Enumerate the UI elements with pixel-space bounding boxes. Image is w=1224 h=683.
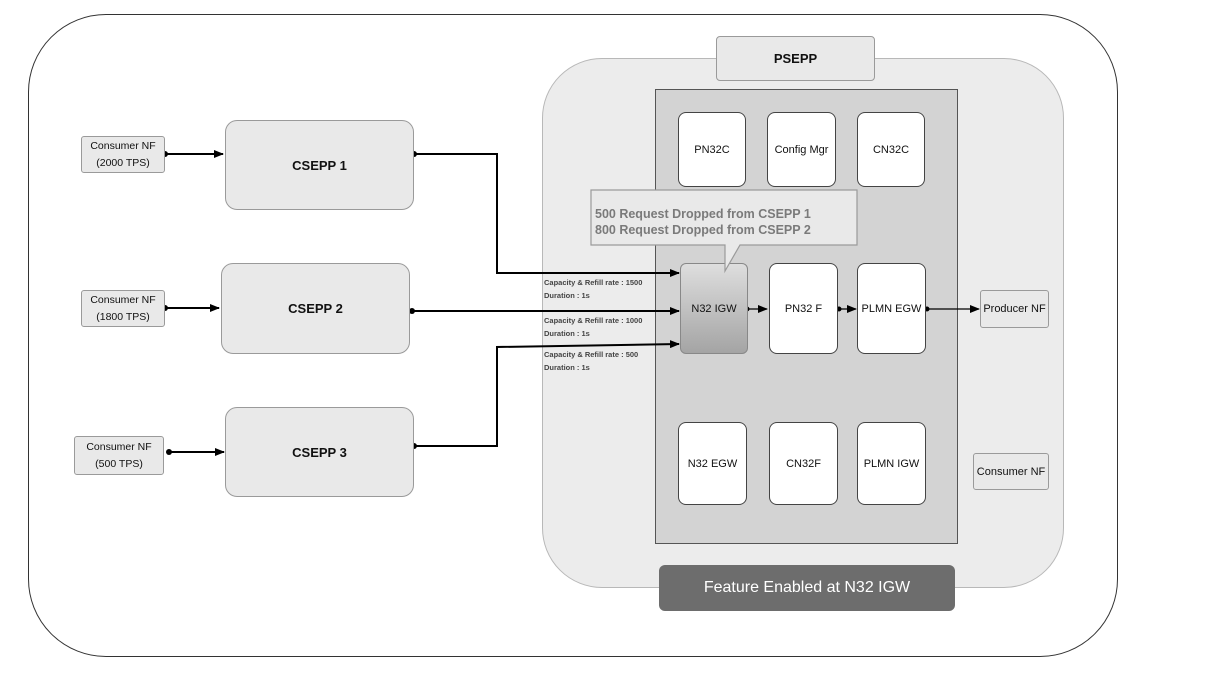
consumer-nf-3-tps: (500 TPS) <box>95 457 143 470</box>
cn32f-label: CN32F <box>786 457 821 470</box>
consumer-nf-3-label: Consumer NF <box>86 440 152 453</box>
consumer-nf-1-label: Consumer NF <box>90 139 156 152</box>
csepp-3-label: CSEPP 3 <box>292 444 347 460</box>
capacity-1-rate: Capacity & Refill rate : 1500 <box>544 278 643 287</box>
edge-csepp3-n32igw <box>414 340 680 447</box>
consumer-nf-2-label: Consumer NF <box>90 293 156 306</box>
csepp-1-label: CSEPP 1 <box>292 157 347 173</box>
drop-callout-text: 500 Request Dropped from CSEPP 1 800 Req… <box>595 206 857 238</box>
n32-egw-box: N32 EGW <box>678 422 747 505</box>
pn32c-box: PN32C <box>678 112 746 187</box>
capacity-3-rate: Capacity & Refill rate : 500 <box>544 350 639 359</box>
edge-csepp1-n32igw <box>414 153 680 277</box>
config-mgr-box: Config Mgr <box>767 112 836 187</box>
capacity-3-duration: Duration : 1s <box>544 363 590 372</box>
consumer-nf-right-label: Consumer NF <box>976 465 1046 478</box>
n32-igw-box: N32 IGW <box>680 263 748 354</box>
producer-nf-label: Producer NF <box>983 303 1046 315</box>
config-mgr-label: Config Mgr <box>774 143 829 156</box>
plmn-igw-label: PLMN IGW <box>863 457 920 470</box>
capacity-label-1: Capacity & Refill rate : 1500 Duration :… <box>544 276 684 302</box>
csepp-2: CSEPP 2 <box>221 263 410 354</box>
pn32f-box: PN32 F <box>769 263 838 354</box>
plmn-egw-label: PLMN EGW <box>861 302 922 315</box>
psepp-title-label: PSEPP <box>773 51 818 66</box>
drop-callout-line-2: 800 Request Dropped from CSEPP 2 <box>595 223 811 237</box>
cn32f-box: CN32F <box>769 422 838 505</box>
plmn-igw-box: PLMN IGW <box>857 422 926 505</box>
producer-nf: Producer NF <box>980 290 1049 328</box>
psepp-title: PSEPP <box>716 36 875 81</box>
consumer-nf-3: Consumer NF (500 TPS) <box>74 436 164 475</box>
capacity-label-2: Capacity & Refill rate : 1000 Duration :… <box>544 314 684 340</box>
feature-banner-text: Feature Enabled at N32 IGW <box>703 579 911 596</box>
consumer-nf-2-tps: (1800 TPS) <box>96 310 150 323</box>
pn32c-label: PN32C <box>694 143 730 156</box>
capacity-1-duration: Duration : 1s <box>544 291 590 300</box>
n32-egw-label: N32 EGW <box>687 457 738 470</box>
cn32c-label: CN32C <box>872 143 910 156</box>
cn32c-box: CN32C <box>857 112 925 187</box>
consumer-nf-1-tps: (2000 TPS) <box>96 156 150 169</box>
drop-callout-line-1: 500 Request Dropped from CSEPP 1 <box>595 207 811 221</box>
plmn-egw-box: PLMN EGW <box>857 263 926 354</box>
csepp-1: CSEPP 1 <box>225 120 414 210</box>
capacity-2-duration: Duration : 1s <box>544 329 590 338</box>
csepp-2-label: CSEPP 2 <box>288 301 343 316</box>
drop-callout <box>590 189 858 274</box>
capacity-label-3: Capacity & Refill rate : 500 Duration : … <box>544 348 684 374</box>
consumer-nf-2: Consumer NF (1800 TPS) <box>81 290 165 327</box>
feature-banner: Feature Enabled at N32 IGW <box>659 565 955 611</box>
n32-igw-label: N32 IGW <box>691 302 737 315</box>
csepp-3: CSEPP 3 <box>225 407 414 497</box>
consumer-nf-right: Consumer NF <box>973 453 1049 490</box>
capacity-2-rate: Capacity & Refill rate : 1000 <box>544 316 643 325</box>
consumer-nf-1: Consumer NF (2000 TPS) <box>81 136 165 173</box>
pn32f-label: PN32 F <box>784 302 823 315</box>
